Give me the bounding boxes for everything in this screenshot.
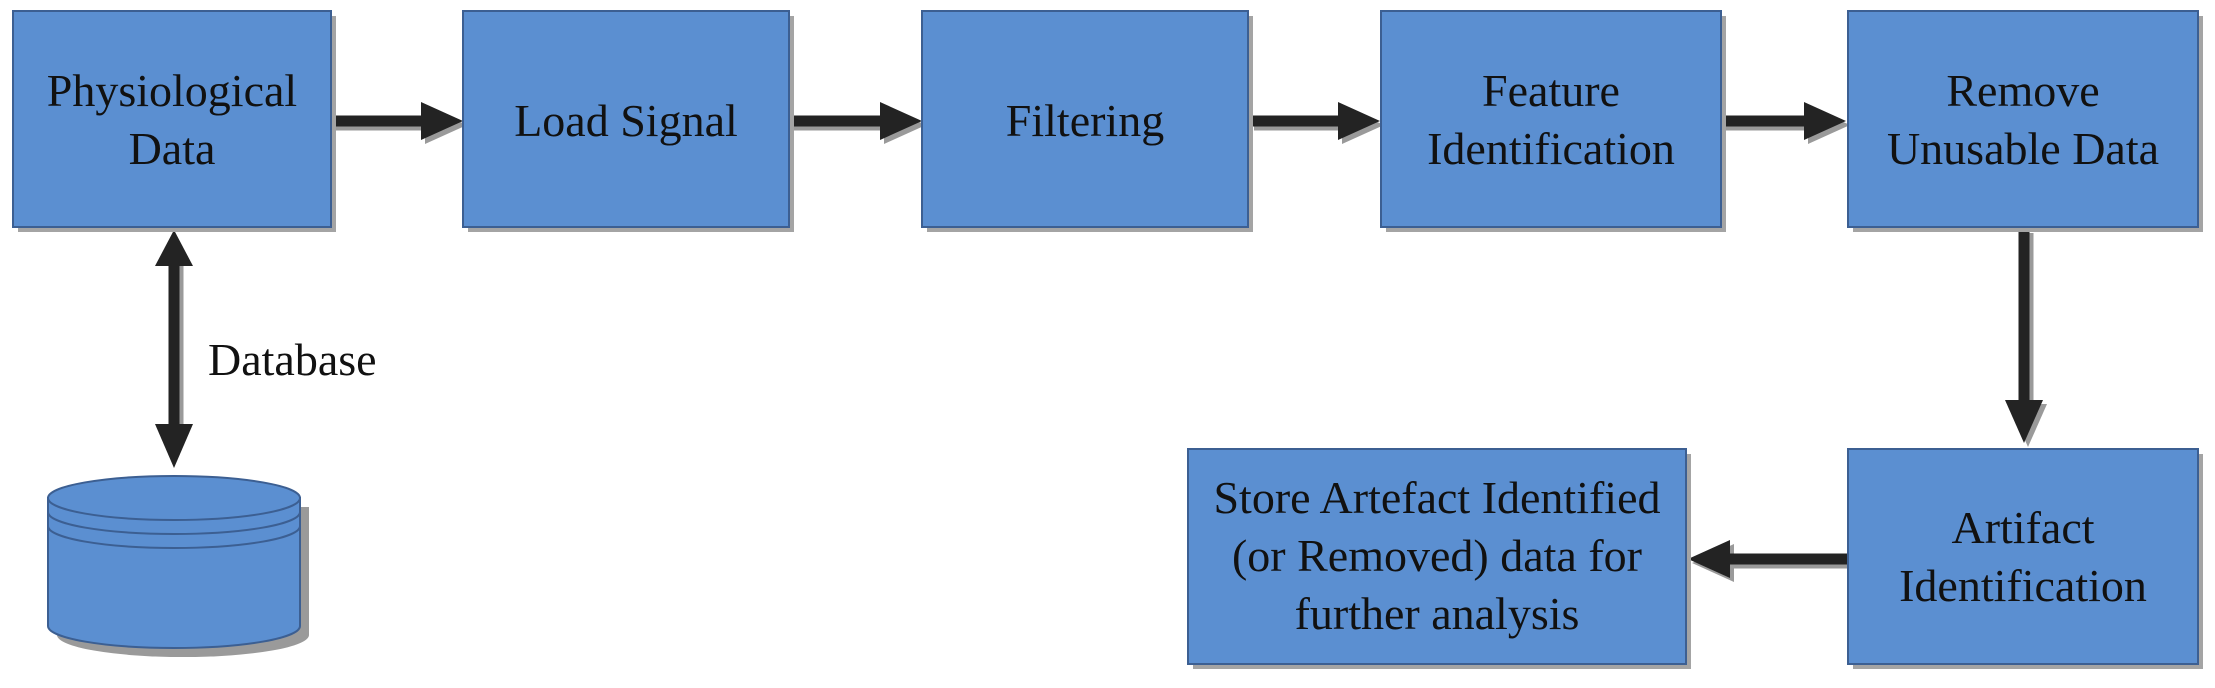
arrow-head (2005, 400, 2043, 443)
arrow-head (880, 102, 922, 140)
box-label-line2: Unusable Data (1887, 123, 2159, 174)
arrow-head-down (155, 424, 193, 468)
box-label-line1: Physiological (47, 65, 297, 116)
box-label-line2: (or Removed) data for (1232, 530, 1642, 581)
box-label-line1: Load Signal (514, 95, 738, 146)
box-label-line1: Artifact (1951, 502, 2094, 553)
box-store-data: Store Artefact Identified (or Removed) d… (1187, 448, 1691, 669)
box-label-line1: Feature (1482, 65, 1620, 116)
box-label-line2: Identification (1427, 123, 1675, 174)
arrow-head (1804, 102, 1846, 140)
connector-load-to-filtering (790, 102, 926, 144)
arrow-head (421, 102, 463, 140)
connector-physio-database (155, 230, 193, 468)
connector-filtering-to-feature (1250, 102, 1384, 144)
connector-feature-to-remove (1722, 102, 1850, 144)
box-label-line1: Filtering (1006, 95, 1164, 146)
connector-remove-to-artifact (2005, 229, 2047, 447)
box-remove-unusable-data: Remove Unusable Data (1847, 10, 2203, 232)
box-filtering: Filtering (921, 10, 1253, 232)
connector-physio-to-load (332, 102, 467, 144)
box-load-signal: Load Signal (462, 10, 794, 232)
arrow-head (1338, 102, 1380, 140)
box-label-line3: further analysis (1295, 588, 1580, 639)
box-feature-identification: Feature Identification (1380, 10, 1726, 232)
database-cylinder-icon (47, 475, 309, 657)
box-label-line2: Data (129, 123, 216, 174)
box-label-line1: Store Artefact Identified (1213, 472, 1660, 523)
box-label-line2: Identification (1899, 560, 2147, 611)
database-label: Database (208, 334, 377, 385)
box-physiological-data: Physiological Data (12, 10, 336, 232)
arrow-head (1688, 540, 1730, 578)
box-label-line1: Remove (1946, 65, 2099, 116)
connector-artifact-to-store (1688, 540, 1854, 582)
arrow-head-up (155, 230, 193, 266)
box-artifact-identification: Artifact Identification (1847, 448, 2203, 669)
